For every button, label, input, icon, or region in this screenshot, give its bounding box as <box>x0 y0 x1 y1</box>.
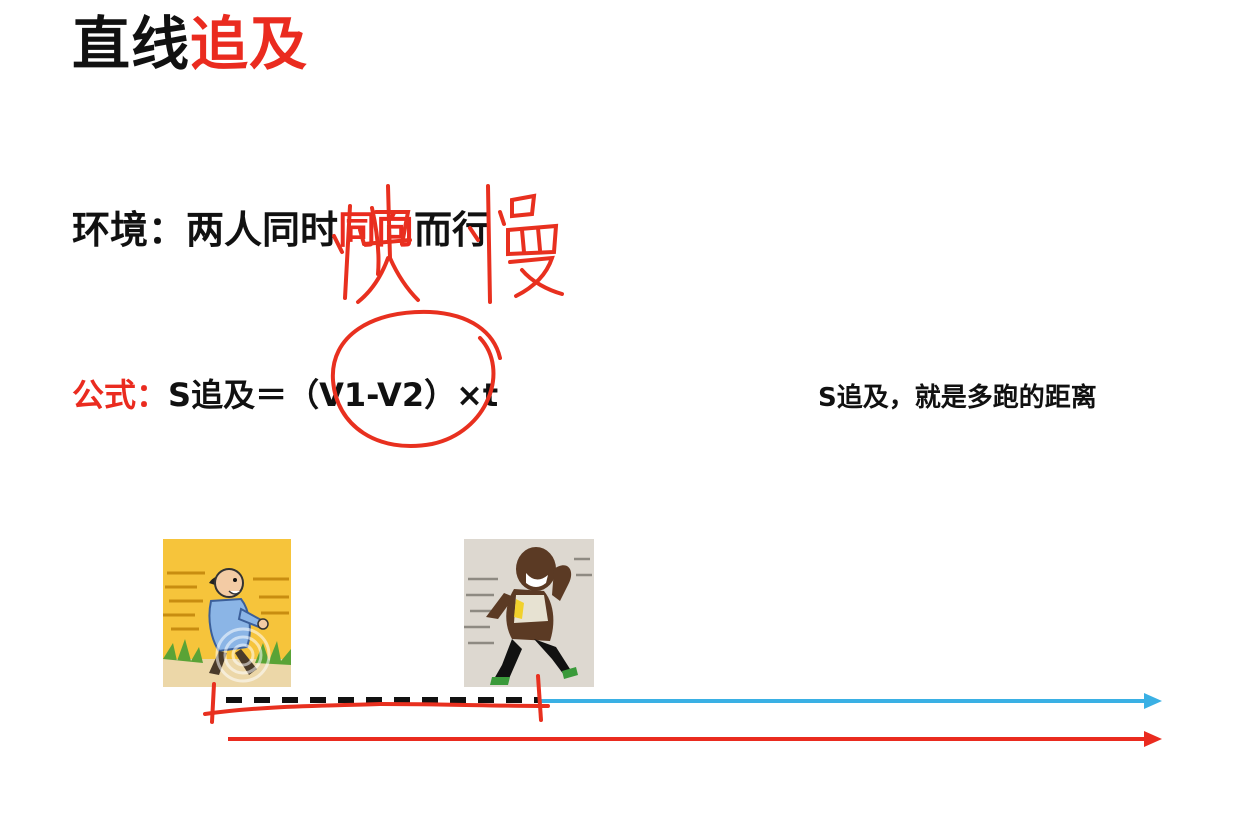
formula-label: 公式： <box>72 376 169 414</box>
distance-note: S追及，就是多跑的距离 <box>818 383 1097 413</box>
environment-prefix: 环境：两人同时 <box>72 208 339 252</box>
environment-highlight: 同向 <box>338 208 415 252</box>
environment-suffix: 而行 <box>414 208 491 252</box>
slide-title: 直线追及 <box>72 6 308 82</box>
environment-line: 环境：两人同时同向而行 <box>72 202 490 258</box>
blue-arrow <box>540 693 1162 709</box>
red-arrow <box>228 731 1162 747</box>
slow-runner-image <box>163 539 291 687</box>
formula-line: 公式：S追及＝（V1-V2）×t <box>72 370 498 420</box>
fast-runner-image <box>464 539 594 687</box>
title-part1: 直线 <box>72 10 191 78</box>
formula-expression: S追及＝（V1-V2）×t <box>168 376 499 414</box>
title-part2: 追及 <box>190 10 309 78</box>
